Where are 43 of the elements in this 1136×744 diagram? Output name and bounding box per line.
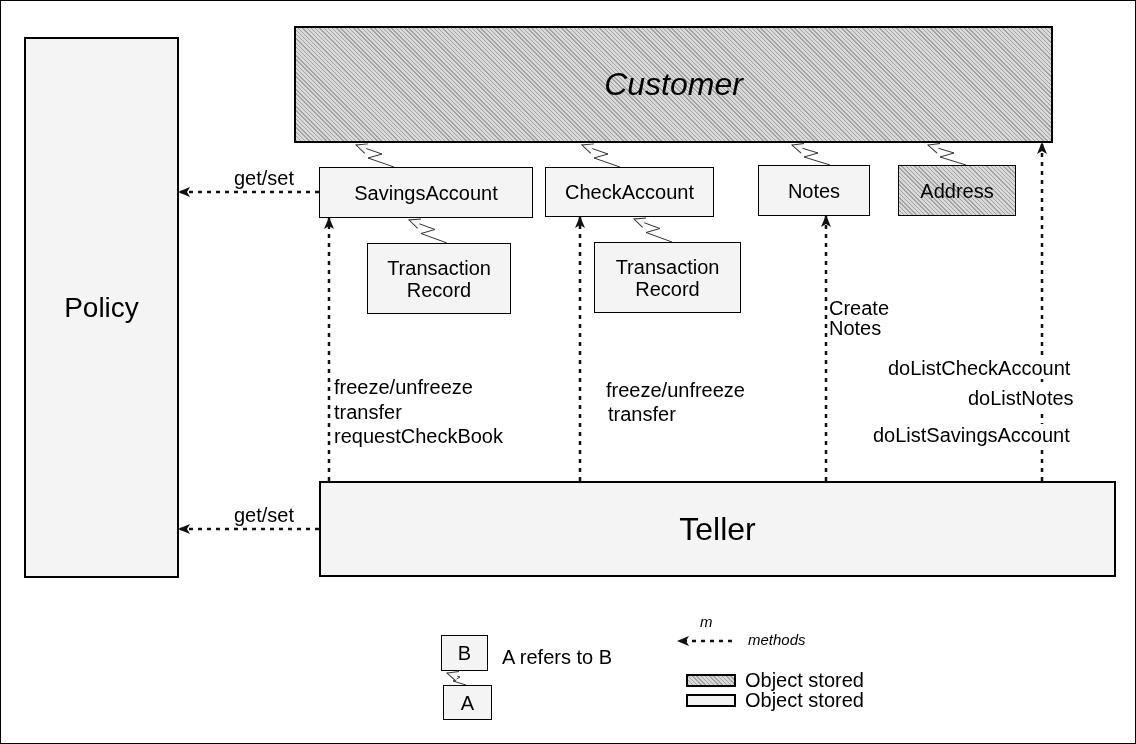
method-arrow <box>178 187 319 197</box>
reference-arrow <box>355 143 395 168</box>
reference-arrow <box>791 142 831 166</box>
reference-arrow <box>633 217 673 243</box>
class-name: Notes <box>787 178 841 203</box>
method-arrow <box>324 217 334 481</box>
edge-label: get/set <box>234 505 295 525</box>
class-box <box>294 26 1053 143</box>
reference-arrow <box>408 218 448 244</box>
class-name: Teller <box>679 509 756 549</box>
class-box <box>594 242 741 313</box>
class-name: Customer <box>604 65 743 104</box>
method-arrow <box>575 216 585 481</box>
method-arrow <box>821 215 831 481</box>
class-name: Address <box>920 178 994 203</box>
edge-label: get/set <box>234 168 295 188</box>
class-name: A <box>460 690 475 715</box>
reference-arrow <box>446 670 467 686</box>
class-name: CheckAccount <box>565 180 694 204</box>
class-box <box>443 685 492 720</box>
class-name: SavingsAccount <box>354 180 498 205</box>
class-box <box>441 635 488 671</box>
class-box <box>24 37 179 578</box>
method-label: doListCheckAccount <box>888 357 1071 379</box>
method-label: doListSavingsAccount <box>873 424 1070 446</box>
class-name: B <box>457 641 472 665</box>
class-box <box>898 165 1016 216</box>
class-box <box>319 167 533 218</box>
class-box <box>367 243 511 314</box>
legend-text: methods <box>748 632 806 647</box>
legend-text: Object stored <box>745 690 864 710</box>
method-label: doListNotes <box>968 387 1074 409</box>
method-label: requestCheckBook <box>334 425 503 447</box>
reference-arrow <box>581 143 621 168</box>
class-box <box>545 167 714 217</box>
reference-arrow <box>927 142 967 166</box>
method-arrow <box>178 524 319 534</box>
method-arrow <box>1037 142 1047 481</box>
class-name: Policy <box>64 290 139 325</box>
class-box <box>319 481 1116 577</box>
class-name: Transaction Record <box>614 255 721 300</box>
class-name: Transaction Record <box>386 256 492 301</box>
class-box <box>758 165 870 216</box>
